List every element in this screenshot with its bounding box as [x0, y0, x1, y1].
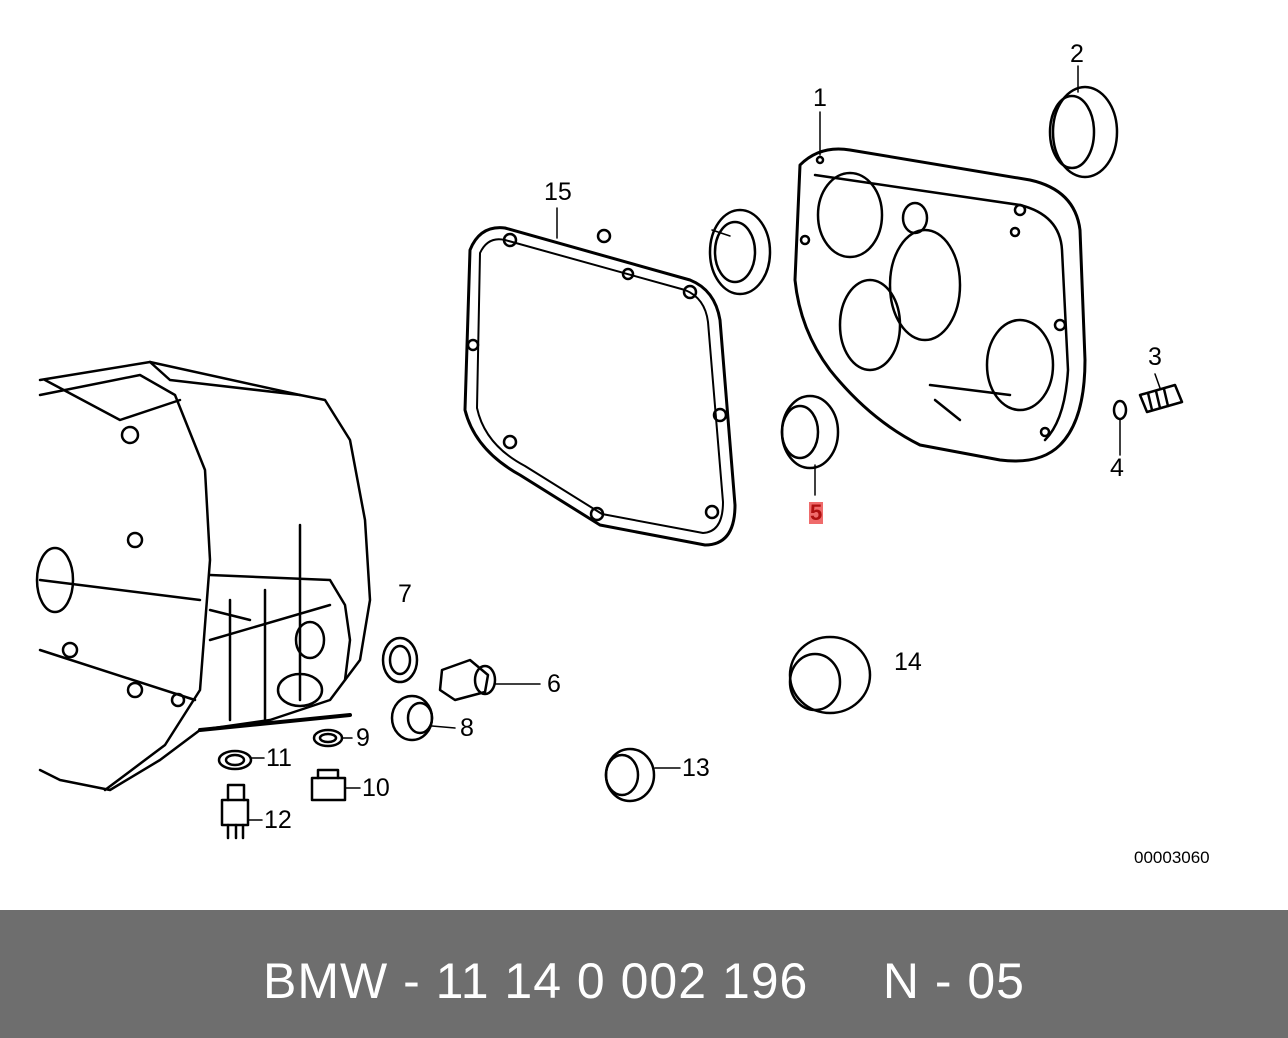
callout-7: 7: [398, 580, 412, 608]
part-number-caption: BMW - 11 14 0 002 196 N - 05: [263, 953, 1025, 1009]
seal-2: [1048, 65, 1119, 179]
callout-13: 13: [682, 754, 710, 782]
callout-4: 4: [1110, 454, 1124, 482]
callout-8: 8: [460, 714, 474, 742]
gasket-15: [463, 207, 737, 547]
callout-5-highlighted: 5: [809, 500, 824, 525]
callout-11: 11: [266, 744, 292, 772]
cap-13: [604, 747, 681, 803]
switch-12: [220, 783, 263, 840]
washer-4: [1112, 399, 1128, 456]
exploded-view-drawing: [35, 65, 1184, 840]
engine-block-housing: [35, 360, 372, 792]
cap-14: [788, 635, 872, 715]
callout-15: 15: [544, 178, 572, 206]
callout-14: 14: [894, 648, 922, 676]
callout-2: 2: [1070, 40, 1084, 68]
callout-10: 10: [362, 774, 390, 802]
callout-12: 12: [264, 806, 292, 834]
footer-bar: BMW - 11 14 0 002 196 N - 05: [0, 910, 1288, 1038]
callout-1: 1: [813, 84, 827, 112]
reference-code: 00003060: [1134, 848, 1210, 867]
plug-6: [438, 658, 541, 702]
parts-diagram: 1 2 3 4 5 6 7 8 9 10 11 12 13 14 15 0000…: [35, 40, 1210, 867]
callout-9: 9: [356, 724, 370, 752]
plug-10: [310, 768, 361, 802]
callout-3: 3: [1148, 343, 1162, 371]
sleeve-8: [390, 694, 456, 742]
callout-6: 6: [547, 670, 561, 698]
seal-5: [780, 394, 840, 496]
gearbox-cover-1: [793, 111, 1087, 463]
bolt-3: [1138, 373, 1184, 414]
washer-9: [312, 728, 353, 748]
washer-11: [217, 749, 265, 771]
seal-ring-upper: [708, 208, 772, 296]
ring-7: [381, 636, 419, 684]
